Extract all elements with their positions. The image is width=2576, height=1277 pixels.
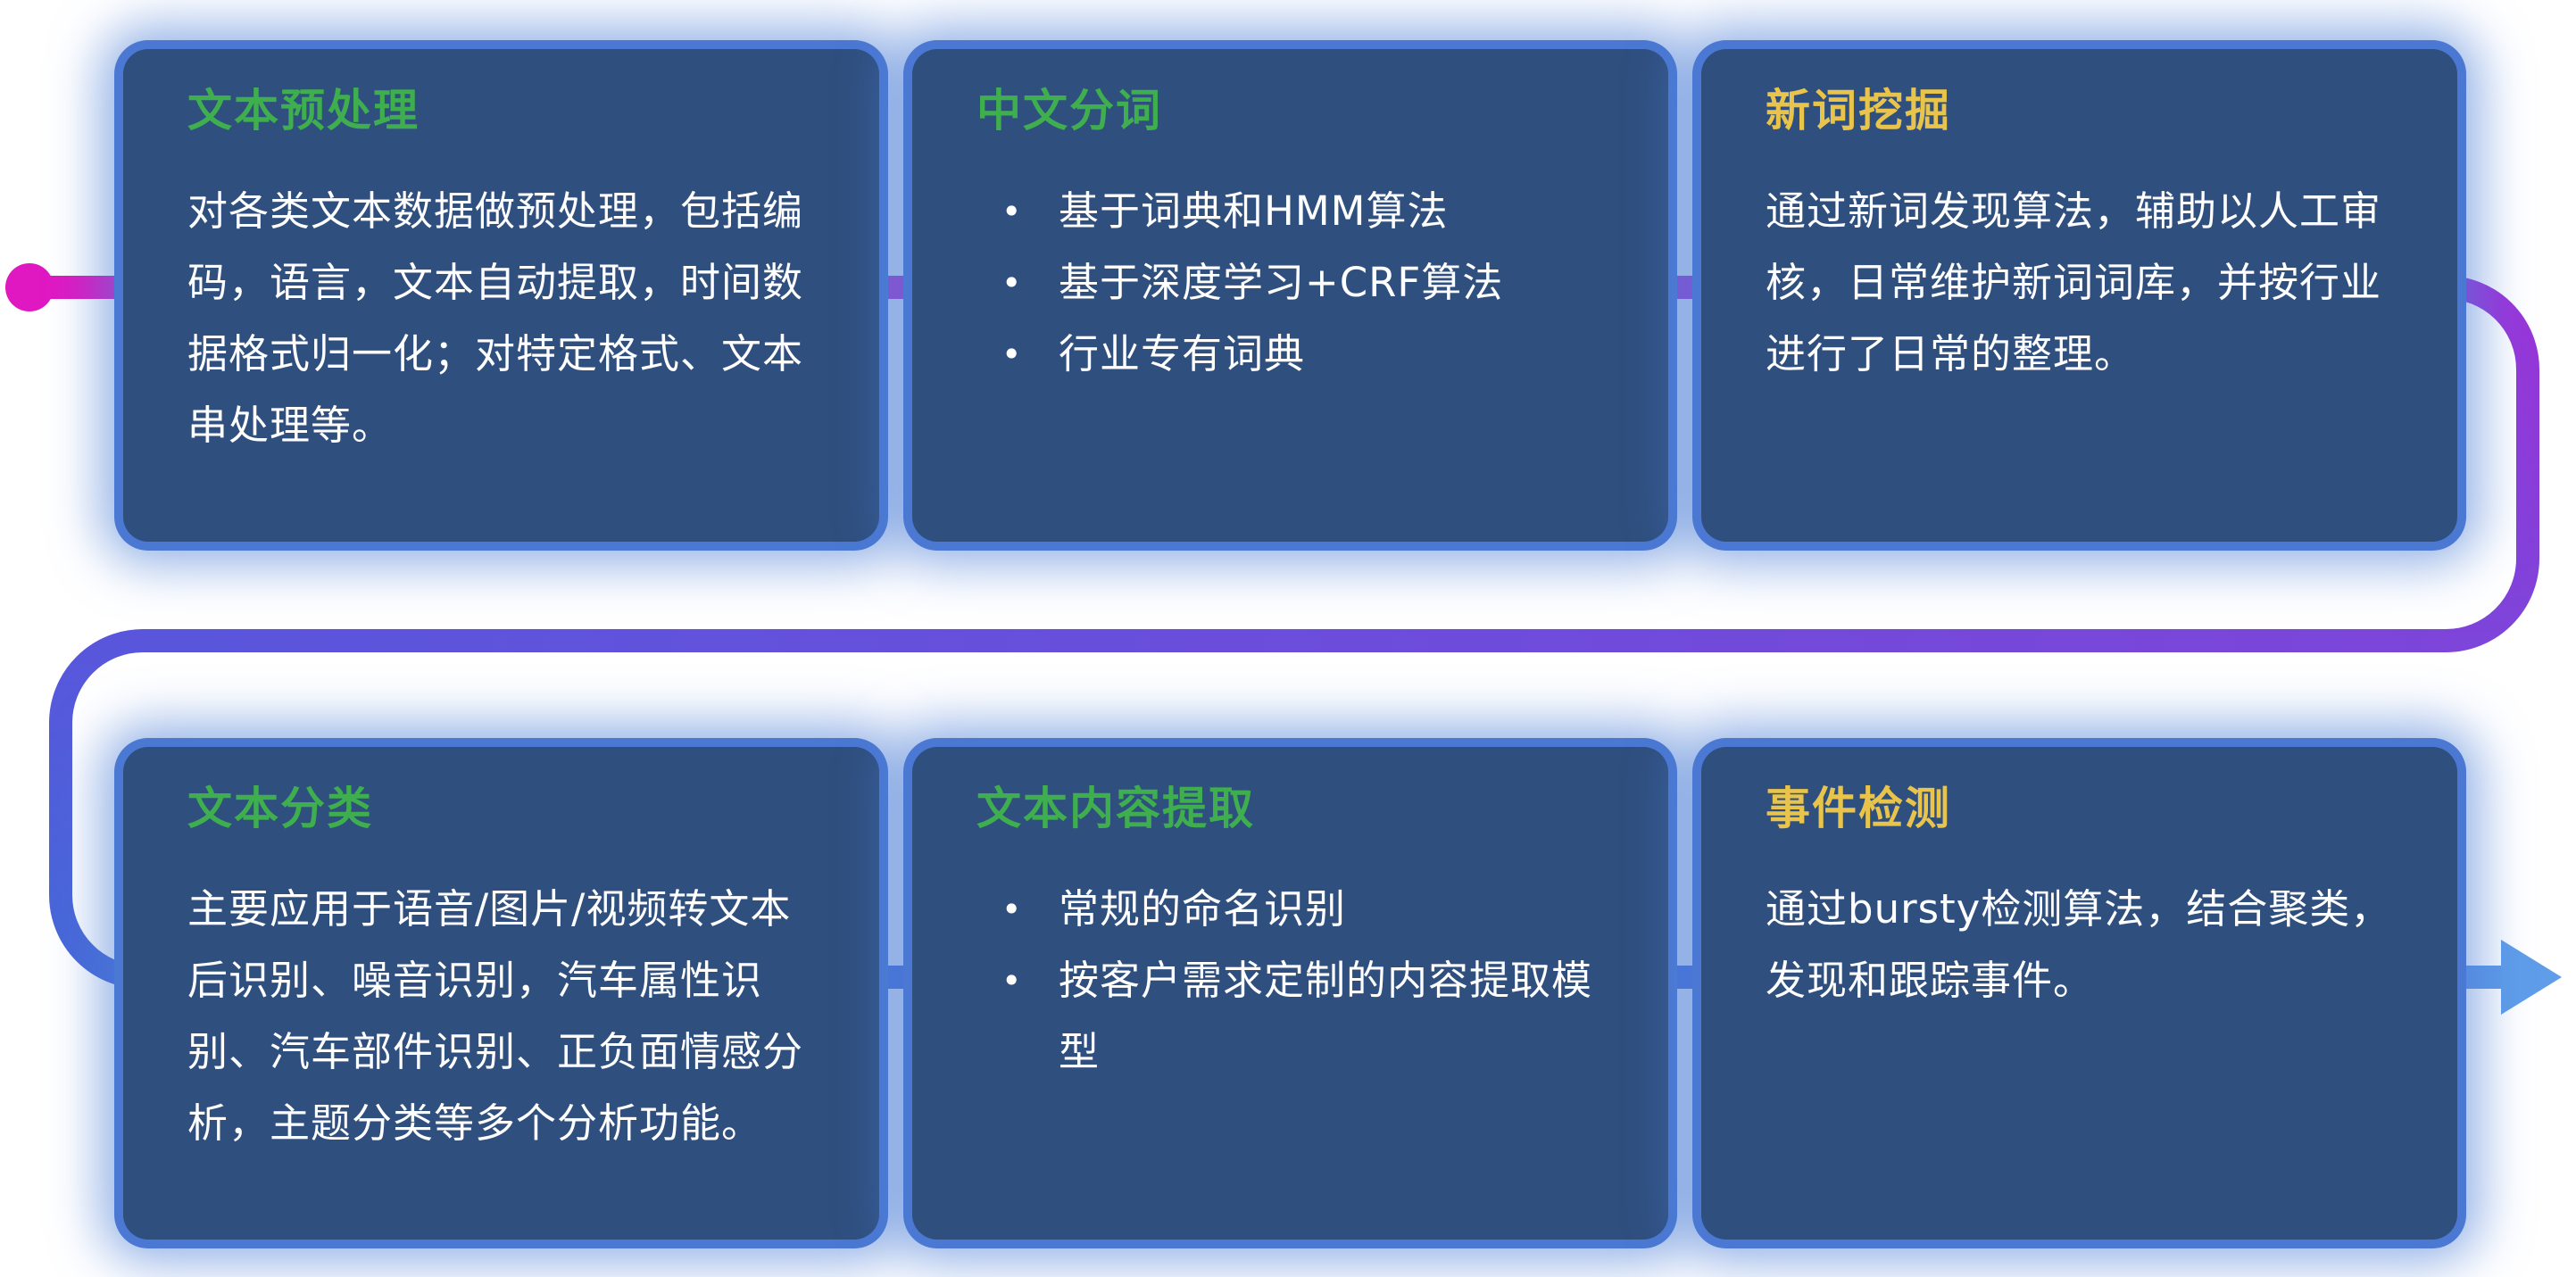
bullet-item: • 基于深度学习+CRF算法 — [1001, 247, 1604, 319]
bullet-text: 常规的命名识别 — [1059, 885, 1347, 933]
flow-arrow-icon — [2501, 940, 2562, 1015]
card-new-word-mining: 新词挖掘 通过新词发现算法，辅助以人工审核，日常维护新词词库，并按行业进行了日常… — [1701, 49, 2457, 542]
card-title: 中文分词 — [976, 85, 1162, 137]
flow-segment-right-curve — [2445, 276, 2539, 652]
card-text-preprocessing: 文本预处理 对各类文本数据做预处理，包括编码，语言，文本自动提取，时间数据格式归… — [123, 49, 879, 542]
bullet-dot-icon: • — [1001, 192, 1023, 231]
card-body: 主要应用于语音/图片/视频转文本后识别、噪音识别，汽车属性识别、汽车部件识别、正… — [187, 885, 804, 1147]
card-text-content-extraction: 文本内容提取 • 常规的命名识别 • 按客户需求定制的内容提取模型 — [912, 747, 1668, 1240]
bullet-dot-icon: • — [1001, 263, 1023, 303]
card-bullet-list: • 常规的命名识别 • 按客户需求定制的内容提取模型 — [976, 874, 1604, 1088]
card-body: 对各类文本数据做预处理，包括编码，语言，文本自动提取，时间数据格式归一化；对特定… — [187, 187, 804, 449]
bullet-item: • 常规的命名识别 — [1001, 874, 1604, 945]
card-title: 文本预处理 — [187, 85, 420, 137]
card-body: 通过新词发现算法，辅助以人工审核，日常维护新词词库，并按行业进行了日常的整理。 — [1766, 187, 2382, 377]
card-text-classification: 文本分类 主要应用于语音/图片/视频转文本后识别、噪音识别，汽车属性识别、汽车部… — [123, 747, 879, 1240]
card-title: 文本分类 — [187, 783, 373, 834]
card-event-detection: 事件检测 通过bursty检测算法，结合聚类，发现和跟踪事件。 — [1701, 747, 2457, 1240]
flow-segment-left-curve — [49, 629, 144, 989]
bullet-item: • 按客户需求定制的内容提取模型 — [1001, 945, 1604, 1088]
flow-start-dot-icon — [5, 263, 54, 311]
card-title: 文本内容提取 — [976, 783, 1255, 834]
card-body: 通过bursty检测算法，结合聚类，发现和跟踪事件。 — [1766, 885, 2392, 1004]
bullet-dot-icon: • — [1001, 335, 1023, 374]
bullet-dot-icon: • — [1001, 961, 1023, 1000]
bullet-text: 基于深度学习+CRF算法 — [1059, 259, 1504, 306]
bullet-text: 基于词典和HMM算法 — [1059, 187, 1449, 235]
bullet-text: 行业专有词典 — [1059, 330, 1306, 377]
card-title: 事件检测 — [1766, 783, 1951, 834]
card-title: 新词挖掘 — [1766, 85, 1951, 137]
bullet-item: • 行业专有词典 — [1001, 319, 1604, 390]
card-chinese-word-segmentation: 中文分词 • 基于词典和HMM算法 • 基于深度学习+CRF算法 • 行业专有词… — [912, 49, 1668, 542]
card-bullet-list: • 基于词典和HMM算法 • 基于深度学习+CRF算法 • 行业专有词典 — [976, 176, 1604, 390]
bullet-text: 按客户需求定制的内容提取模型 — [1059, 957, 1593, 1075]
bullet-item: • 基于词典和HMM算法 — [1001, 176, 1604, 247]
bullet-dot-icon: • — [1001, 890, 1023, 929]
